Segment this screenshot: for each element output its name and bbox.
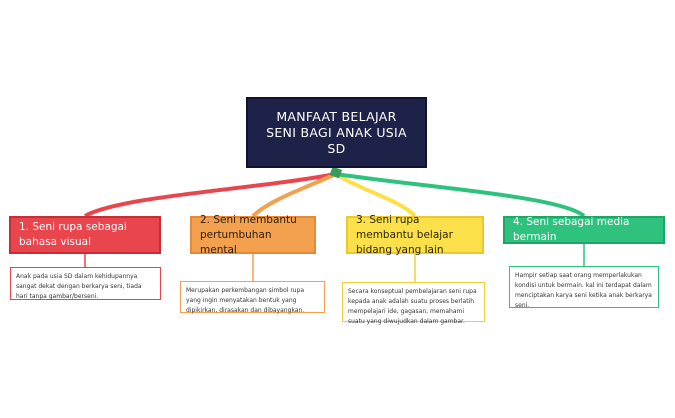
note-box-3[interactable]: Secara konseptual pembelajaran seni rupa… [342, 282, 485, 325]
note-text-2: Merupakan perkembangan simbol rupa yang … [186, 287, 305, 314]
root-node[interactable]: MANFAAT BELAJAR SENI BAGI ANAK USIA SD [246, 97, 427, 168]
branch-2 [251, 172, 337, 218]
topic-node-4[interactable]: 4. Seni sebagai media bermain [503, 216, 665, 244]
note-text-1: Anak pada usia SD dalam kehidupannya san… [16, 273, 142, 300]
branch-1 [84, 172, 337, 218]
topic-label-2: 2. Seni membantu pertumbuhan mental [200, 213, 297, 256]
topic-node-2[interactable]: 2. Seni membantu pertumbuhan mental [190, 214, 316, 256]
branch-hub [329, 166, 343, 179]
topic-label-3: 3. Seni rupa membantu belajar bidang yan… [356, 213, 453, 256]
branch-4 [335, 172, 586, 218]
topic-node-3[interactable]: 3. Seni rupa membantu belajar bidang yan… [346, 214, 484, 256]
note-box-1[interactable]: Anak pada usia SD dalam kehidupannya san… [10, 267, 161, 300]
topic-label-4: 4. Seni sebagai media bermain [513, 216, 630, 243]
note-text-3: Secara konseptual pembelajaran seni rupa… [348, 288, 477, 325]
branch-3 [334, 172, 417, 218]
note-box-4[interactable]: Hampir setiap saat orang memperlakukan k… [509, 266, 659, 309]
note-text-4: Hampir setiap saat orang memperlakukan k… [515, 272, 652, 309]
topic-label-1: 1. Seni rupa sebagai bahasa visual [19, 221, 127, 248]
note-box-2[interactable]: Merupakan perkembangan simbol rupa yang … [180, 281, 325, 314]
root-title: MANFAAT BELAJAR SENI BAGI ANAK USIA SD [266, 108, 407, 156]
topic-node-1[interactable]: 1. Seni rupa sebagai bahasa visual [9, 216, 161, 254]
